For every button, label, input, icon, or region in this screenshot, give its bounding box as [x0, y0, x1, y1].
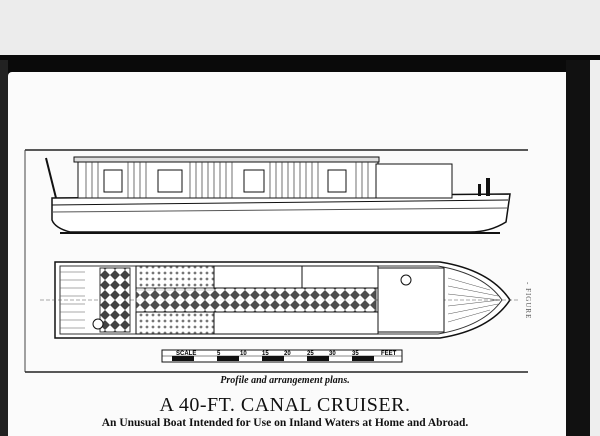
- scale-bar: SCALE FEET 5 10 15 20 25 30 35: [161, 349, 403, 363]
- porthole-window: [327, 169, 347, 193]
- figure-caption: Profile and arrangement plans.: [220, 375, 350, 386]
- side-note: - FIGURE: [524, 282, 532, 320]
- article-title: A 40-FT. CANAL CRUISER.: [159, 394, 411, 416]
- scale-tick: 35: [352, 351, 359, 357]
- scale-tick: 5: [217, 351, 221, 357]
- scale-label: SCALE: [176, 351, 196, 357]
- article-subtitle: An Unusual Boat Intended for Use on Inla…: [101, 417, 469, 429]
- scan-shadow-band: [0, 55, 600, 77]
- scale-tick: 20: [284, 351, 291, 357]
- scan-background: [0, 0, 600, 58]
- scale-tick: 30: [329, 351, 336, 357]
- porthole-window: [103, 169, 123, 193]
- scale-unit: FEET: [381, 351, 397, 357]
- scale-tick: 15: [262, 351, 269, 357]
- document-page: [8, 72, 576, 436]
- scan-left-edge: [0, 60, 8, 436]
- porthole-window: [157, 169, 183, 193]
- plan-view: [40, 261, 520, 339]
- porthole-window: [243, 169, 265, 193]
- scan-right-margin: [590, 60, 600, 436]
- profile-view: [45, 156, 511, 234]
- scale-tick: 25: [307, 351, 314, 357]
- scale-tick: 10: [240, 351, 247, 357]
